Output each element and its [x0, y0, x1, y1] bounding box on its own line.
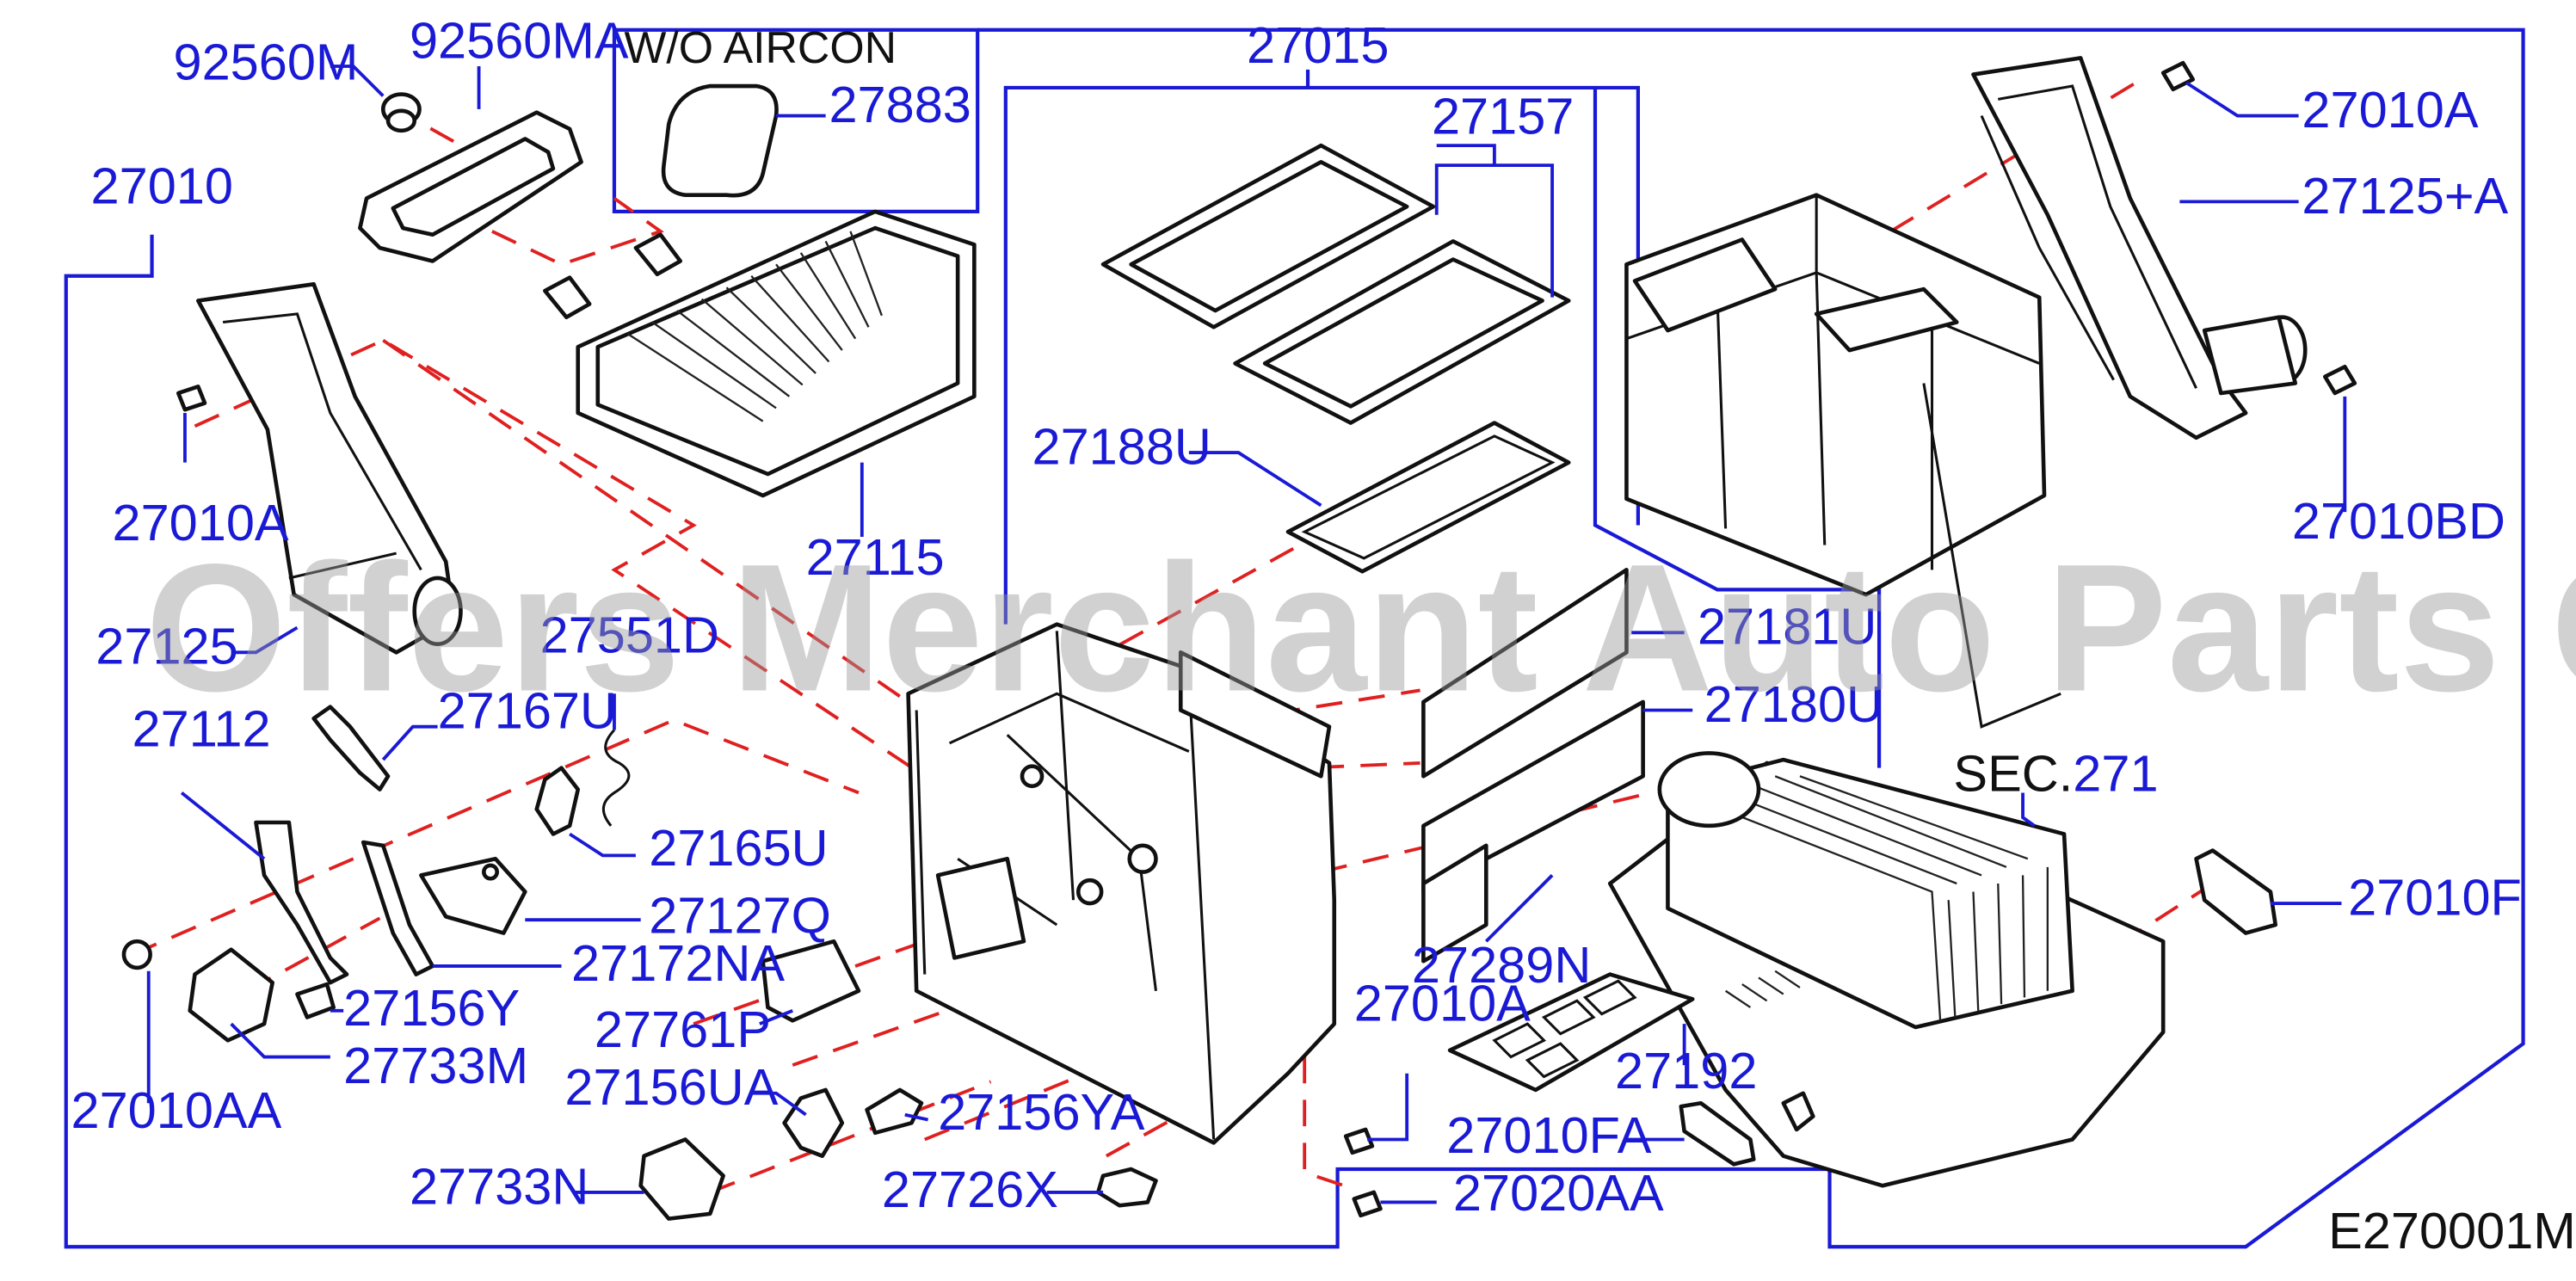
part-label-27010a-mid[interactable]: 27010A: [1354, 974, 1531, 1032]
heater-unit-main: [906, 622, 1337, 1145]
frame-27010: [64, 28, 2525, 1249]
part-label-27180u[interactable]: 27180U: [1704, 675, 1883, 733]
filters-27157: [1100, 143, 1571, 425]
clip-27010fa: [1679, 1100, 1756, 1167]
duct-27125: [196, 282, 463, 655]
part-label-27733m[interactable]: 27733M: [343, 1037, 528, 1094]
part-label-27188u[interactable]: 27188U: [1032, 418, 1211, 476]
filter-27289n: [1421, 843, 1488, 964]
part-label-92560ma[interactable]: 92560MA: [410, 11, 629, 69]
part-label-27015[interactable]: 27015: [1247, 16, 1389, 74]
evaporator-case: [1607, 751, 2166, 1188]
part-label-27010a-top[interactable]: 27010A: [2302, 81, 2478, 139]
linkage-parts: [121, 705, 1815, 1221]
box-header: W/O AIRCON: [624, 22, 897, 72]
part-label-27172na[interactable]: 27172NA: [571, 934, 785, 992]
part-label-27010f[interactable]: 27010F: [2348, 868, 2522, 926]
part-label-27156ya[interactable]: 27156YA: [938, 1083, 1145, 1141]
part-label-27010a-left[interactable]: 27010A: [113, 494, 289, 551]
clip-27010f: [2194, 848, 2278, 935]
part-label-27010bd[interactable]: 27010BD: [2292, 492, 2505, 550]
part-label-27167u[interactable]: 27167U: [438, 682, 617, 740]
part-label-27551d[interactable]: 27551D: [540, 606, 719, 663]
filter-27188u: [1285, 421, 1571, 574]
part-label-27157[interactable]: 27157: [1432, 88, 1574, 145]
wo-aircon-box: [612, 28, 980, 213]
bolts: [176, 60, 2357, 1218]
part-label-27156y[interactable]: 27156Y: [343, 979, 520, 1037]
leader-lines: [146, 65, 2347, 1204]
part-label-27125a[interactable]: 27125+A: [2302, 167, 2508, 225]
panels-27181u-27180u: [1421, 568, 1645, 894]
diagram-code: E270001M: [2328, 1202, 2576, 1259]
part-label-27726x[interactable]: 27726X: [882, 1161, 1058, 1218]
part-labels: 92560M 92560MA 27883 27015 27157 27010A …: [71, 11, 2522, 1222]
part-label-27125[interactable]: 27125: [96, 618, 237, 675]
section-ref-prefix: SEC.: [1953, 745, 2073, 803]
part-label-27165u[interactable]: 27165U: [649, 819, 828, 877]
part-label-27181u[interactable]: 27181U: [1698, 598, 1877, 656]
part-label-92560m[interactable]: 92560M: [174, 33, 359, 90]
section-reference[interactable]: SEC.271: [1953, 745, 2158, 803]
part-label-27020aa[interactable]: 27020AA: [1453, 1164, 1664, 1222]
part-label-27010fa[interactable]: 27010FA: [1446, 1106, 1651, 1164]
watermark-text: Offers Merchant Auto Parts Catalog PARTS…: [145, 526, 2576, 729]
part-label-27156ua[interactable]: 27156UA: [564, 1058, 778, 1116]
heater-core-27115: [543, 209, 977, 498]
part-silhouettes: [121, 56, 2357, 1221]
plate-27192: [1447, 972, 1695, 1093]
part-label-27127q[interactable]: 27127Q: [649, 887, 831, 945]
part-label-27010aa[interactable]: 27010AA: [71, 1081, 282, 1139]
part-label-27761p[interactable]: 27761P: [595, 1001, 771, 1058]
part-label-27733n[interactable]: 27733N: [410, 1157, 589, 1215]
part-label-27192[interactable]: 27192: [1615, 1042, 1757, 1099]
gasket-92560ma: [358, 110, 583, 263]
duct-27125a: [1971, 56, 2308, 440]
part-label-27112[interactable]: 27112: [132, 700, 271, 758]
upper-case: [1624, 193, 2061, 729]
part-label-27289n[interactable]: 27289N: [1412, 936, 1591, 994]
part-label-27883[interactable]: 27883: [829, 76, 971, 133]
part-label-27010[interactable]: 27010: [91, 157, 233, 214]
part-label-27115[interactable]: 27115: [806, 528, 945, 586]
section-ref-number[interactable]: 271: [2073, 745, 2158, 803]
grommet-92560m: [380, 92, 422, 133]
frame-27015-inner: [1305, 69, 1882, 768]
seal-27883: [661, 83, 779, 198]
